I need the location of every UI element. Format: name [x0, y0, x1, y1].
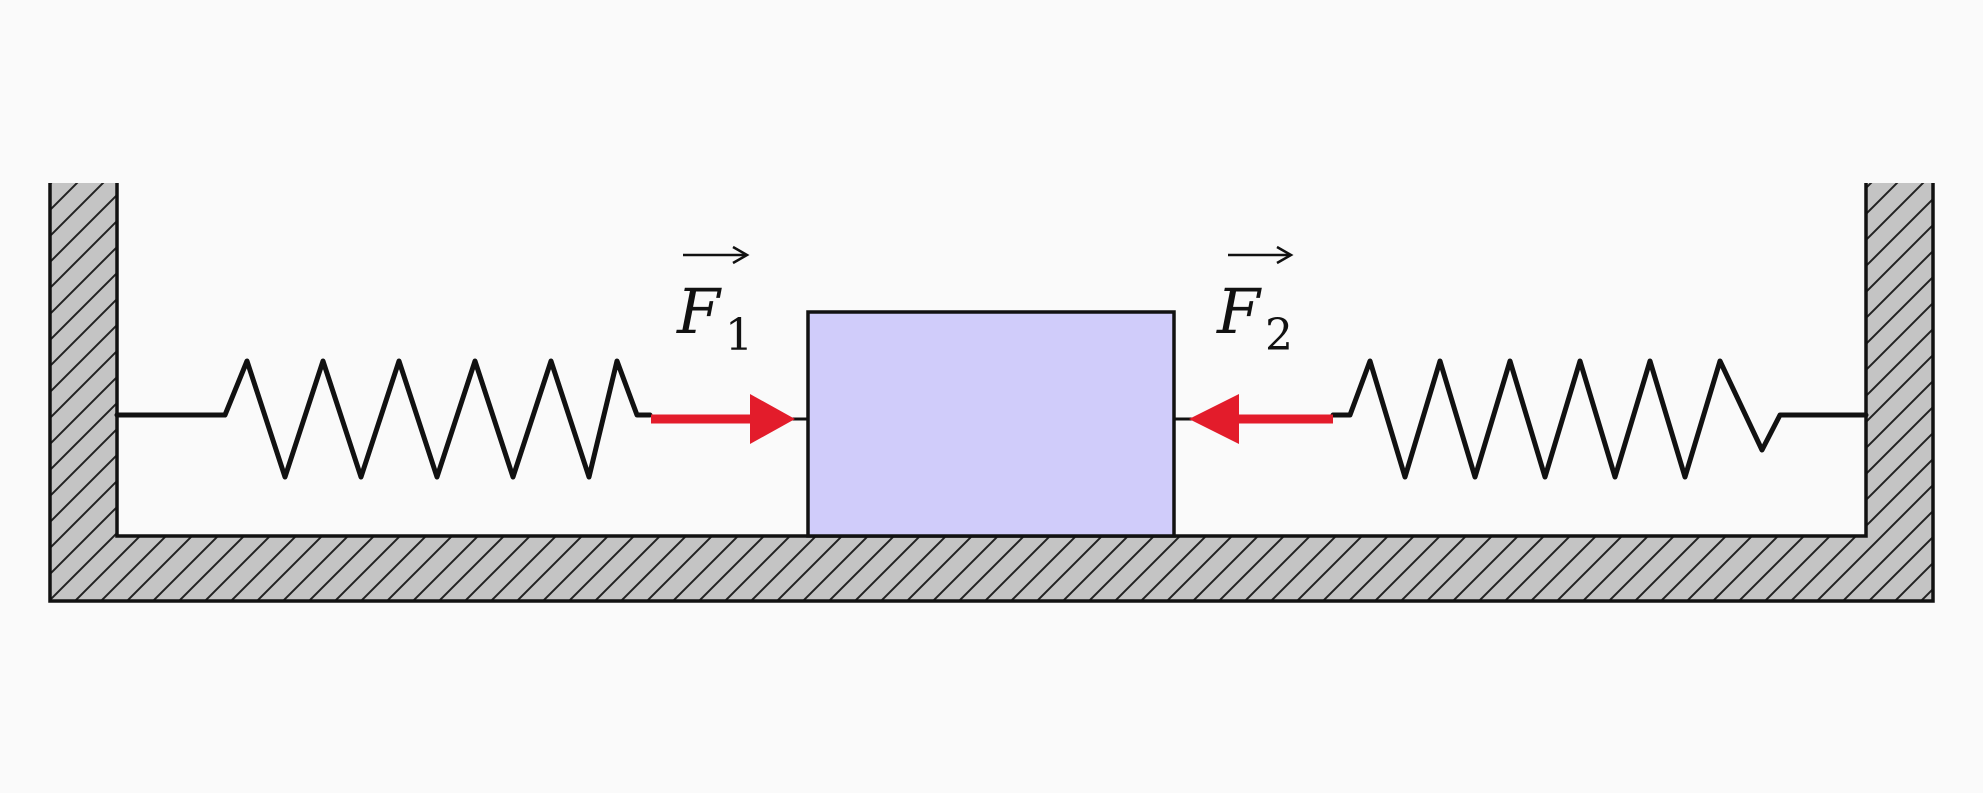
- container-outline: [48, 183, 1935, 603]
- force-label-f2: F 2: [1216, 245, 1294, 361]
- force-label-f1: F 1: [676, 245, 753, 361]
- f2-symbol: F: [1216, 275, 1262, 348]
- f1-subscript: 1: [725, 310, 753, 361]
- left-spring: [114, 358, 653, 480]
- container-wall-floor: [50, 183, 1933, 601]
- f2-subscript: 2: [1265, 310, 1293, 361]
- f1-symbol: F: [676, 275, 722, 348]
- block: [806, 310, 1176, 538]
- force-arrow-f2: [1189, 394, 1333, 444]
- force-arrow-f1: [651, 394, 795, 444]
- right-spring: [1330, 358, 1869, 480]
